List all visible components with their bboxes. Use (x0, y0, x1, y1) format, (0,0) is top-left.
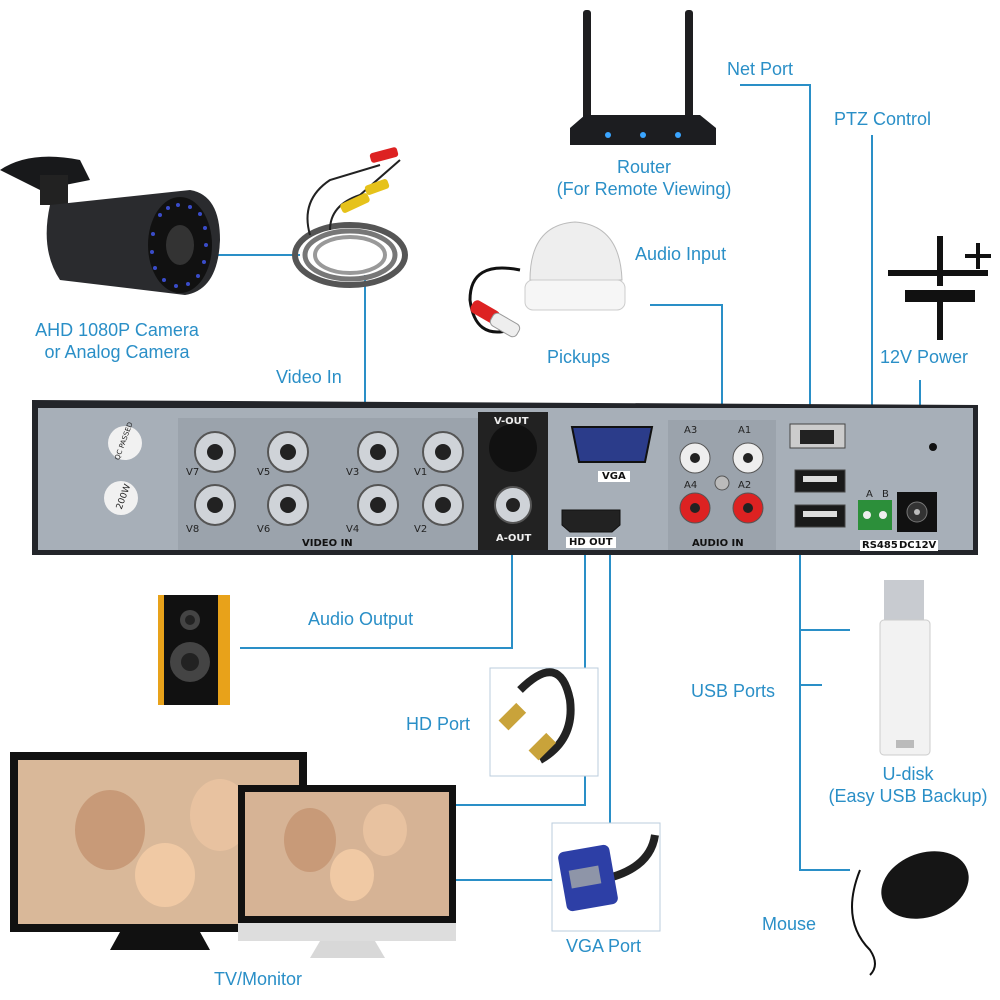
video-in-label: Video In (276, 367, 342, 387)
router-sublabel: (For Remote Viewing) (556, 179, 732, 199)
monitor-icon (238, 785, 456, 958)
udisk-label: U-disk (882, 764, 934, 784)
panel-a-label: A (866, 489, 873, 500)
camera-label-line1: AHD 1080P Camera (35, 320, 199, 340)
pickups-label: Pickups (547, 347, 611, 367)
channel-label: V6 (257, 524, 271, 535)
audio-channel-label: A1 (738, 425, 752, 436)
audio-input-label: Audio Input (635, 244, 727, 264)
audio-output-label: Audio Output (308, 609, 414, 629)
bnc-cable-icon (292, 147, 408, 288)
channel-label: V5 (257, 467, 271, 478)
channel-label: V4 (346, 524, 360, 535)
audio-channel-label: A2 (738, 480, 752, 491)
channel-label: V3 (346, 467, 360, 478)
panel-audio-in-label: AUDIO IN (692, 538, 744, 549)
hdmi-cable-icon (489, 667, 599, 777)
channel-label: V2 (414, 524, 428, 535)
usb-ports (794, 469, 846, 528)
audio-channel-label: A4 (684, 480, 698, 491)
hdmi-connector (561, 509, 621, 533)
channel-label: V7 (186, 467, 200, 478)
speaker-icon (158, 595, 230, 705)
router-label: Router (616, 157, 672, 177)
rca-audio-ports (679, 442, 764, 524)
vga-connector (570, 426, 654, 463)
rs485-terminal (858, 500, 892, 530)
panel-rs485-label: RS485 (860, 540, 900, 551)
camera-label-line2: or Analog Camera (44, 342, 190, 362)
panel-vga-label: VGA (598, 471, 630, 482)
udisk-sublabel: (Easy USB Backup) (828, 786, 988, 806)
panel-video-in-label: VIDEO IN (302, 538, 353, 549)
lan-port (789, 423, 846, 449)
router-icon (570, 10, 716, 145)
channel-label: V1 (414, 467, 428, 478)
vga-cable-icon (551, 822, 661, 932)
vga-port-label: VGA Port (566, 936, 642, 956)
mouse-label: Mouse (762, 914, 817, 934)
dc-power-symbol-icon (888, 236, 991, 340)
panel-b-label: B (882, 489, 889, 500)
channel-label: V8 (186, 524, 200, 535)
power-label: 12V Power (880, 347, 969, 367)
dc-jack (897, 443, 937, 532)
pickup-microphone-icon (468, 221, 626, 338)
net-port-label: Net Port (727, 59, 794, 79)
hd-port-label: HD Port (406, 714, 471, 734)
bnc-ports (194, 424, 537, 526)
camera-icon (0, 156, 221, 295)
tv-monitor-label: TV/Monitor (213, 969, 303, 989)
ptz-control-label: PTZ Control (834, 109, 932, 129)
panel-hd-out-label: HD OUT (566, 537, 616, 548)
usb-disk-icon (879, 580, 931, 756)
audio-channel-label: A3 (684, 425, 698, 436)
panel-dc12v-label: DC12V (897, 540, 939, 551)
panel-a-out-label: A-OUT (496, 533, 532, 544)
usb-ports-label: USB Ports (691, 681, 776, 701)
mouse-icon (851, 851, 969, 976)
panel-v-out-label: V-OUT (494, 416, 529, 427)
